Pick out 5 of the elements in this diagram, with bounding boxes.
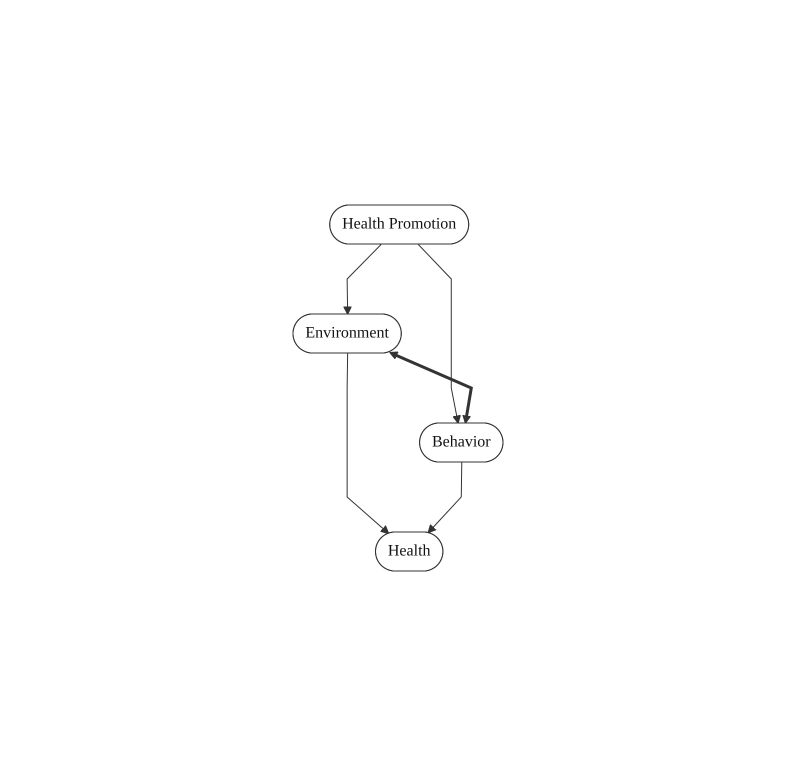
arrow <box>418 244 461 424</box>
arrow <box>343 244 382 315</box>
arrow <box>428 462 462 534</box>
arrow <box>346 353 390 534</box>
arrow <box>389 352 473 424</box>
